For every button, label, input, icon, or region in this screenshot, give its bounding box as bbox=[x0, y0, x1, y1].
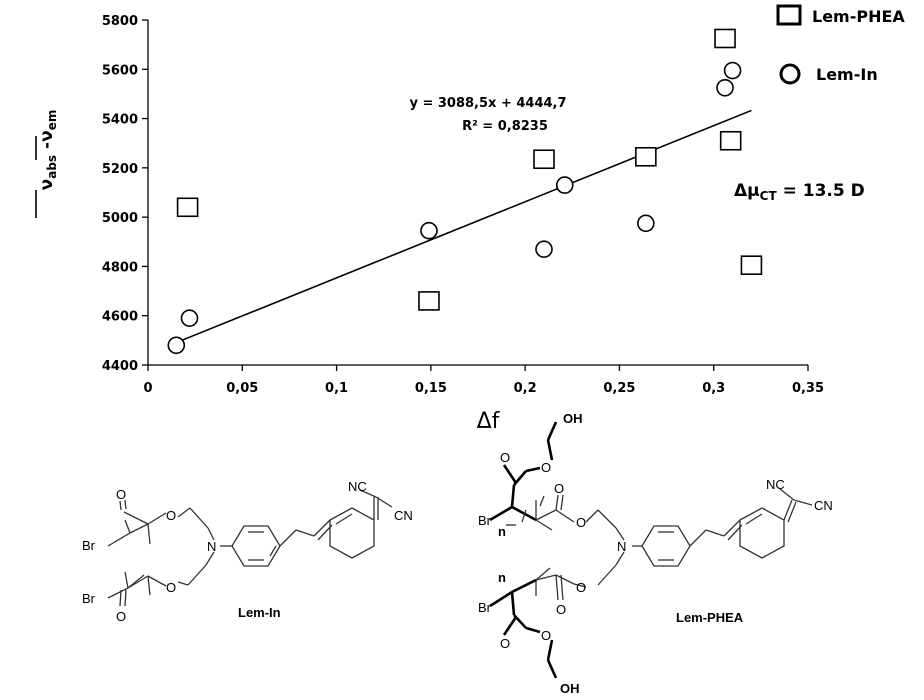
point-lem-in bbox=[167, 336, 186, 355]
point-lem-in bbox=[555, 176, 574, 194]
point-lem-in bbox=[420, 221, 438, 240]
point-lem-phea bbox=[176, 197, 199, 218]
atom-o-2: O bbox=[166, 508, 176, 523]
repeat-n-1: n bbox=[498, 524, 506, 539]
x-tick-label: 0,3 bbox=[702, 381, 725, 396]
atom-br-2: Br bbox=[82, 591, 96, 606]
y-tick-label: 4800 bbox=[102, 260, 138, 275]
x-tick-label: 0,25 bbox=[603, 381, 635, 396]
atom-o-4: O bbox=[166, 580, 176, 595]
y-label-nu-em: ν bbox=[37, 130, 57, 142]
y-tick-label: 5400 bbox=[102, 113, 138, 128]
point-lem-in bbox=[637, 214, 655, 233]
structure-lem-phea bbox=[489, 421, 813, 679]
atom-oh-2: OH bbox=[560, 681, 580, 696]
atom-br-3: Br bbox=[478, 513, 492, 528]
x-tick-label: 0,35 bbox=[792, 381, 824, 396]
point-lem-phea bbox=[533, 149, 555, 170]
legend-circle-marker bbox=[779, 63, 801, 85]
fit-line bbox=[175, 109, 752, 344]
legend-label-lem-in: Lem-In bbox=[816, 65, 878, 84]
structure-lem-in bbox=[107, 489, 393, 607]
atom-o-7: O bbox=[554, 481, 564, 496]
point-lem-phea bbox=[719, 130, 742, 151]
dipole-annotation: ΔμCT = 13.5 D bbox=[734, 181, 865, 203]
atom-o-11: O bbox=[500, 636, 510, 651]
atom-n: N bbox=[207, 539, 216, 554]
point-lem-in bbox=[716, 78, 734, 97]
point-lem-phea bbox=[714, 28, 736, 49]
legend-label-lem-phea: Lem-PHEA bbox=[812, 7, 905, 26]
legend: Lem-PHEA Lem-In bbox=[776, 4, 905, 85]
point-lem-in bbox=[180, 309, 199, 327]
atom-n-2: N bbox=[617, 539, 626, 554]
point-lem-in bbox=[535, 240, 553, 258]
y-tick-label: 4600 bbox=[102, 310, 138, 325]
y-label-em-sub: em bbox=[45, 110, 59, 131]
y-axis-label: νabs-νem bbox=[35, 110, 59, 218]
atom-o-3: O bbox=[116, 609, 126, 624]
y-label-nu-abs: ν bbox=[37, 179, 57, 191]
atom-br-4: Br bbox=[478, 600, 492, 615]
atom-o-12: O bbox=[541, 628, 551, 643]
y-tick-label: 5800 bbox=[102, 14, 138, 29]
y-tick-label: 4400 bbox=[102, 359, 138, 374]
fit-r2: R² = 0,8235 bbox=[462, 119, 548, 134]
y-label-abs-sub: abs bbox=[45, 155, 59, 179]
atom-cn-2: CN bbox=[814, 498, 833, 513]
x-tick-label: 0,05 bbox=[226, 381, 258, 396]
plot-area: 4400 4600 4800 5000 5200 5400 5600 5800 0 0,05 0,1… bbox=[102, 14, 824, 396]
atom-o-8: O bbox=[576, 515, 586, 530]
atom-br-1: Br bbox=[82, 538, 96, 553]
x-axis-label: Δf bbox=[477, 409, 501, 434]
atom-nc: NC bbox=[348, 479, 367, 494]
y-tick-label: 5200 bbox=[102, 162, 138, 177]
x-tick-label: 0,1 bbox=[325, 381, 348, 396]
atom-o-5: O bbox=[541, 460, 551, 475]
atom-nc-2: NC bbox=[766, 477, 785, 492]
repeat-n-2: n bbox=[498, 570, 506, 585]
x-tick-label: 0,2 bbox=[514, 381, 537, 396]
atom-oh-1: OH bbox=[563, 411, 583, 426]
y-tick-label: 5600 bbox=[102, 63, 138, 78]
structure-name-lem-in: Lem-In bbox=[238, 605, 281, 620]
atom-o-9: O bbox=[576, 580, 586, 595]
fit-equation: y = 3088,5x + 4444,7 bbox=[409, 96, 566, 111]
point-lem-in bbox=[723, 61, 742, 80]
structure-lem-phea-labels: Br Br n n O O OH O O N O O O O OH NC CN … bbox=[478, 411, 833, 696]
legend-square-marker bbox=[776, 4, 802, 26]
atom-o-6: O bbox=[500, 450, 510, 465]
structure-lem-in-labels: Br Br O O O O N NC CN Lem-In bbox=[82, 479, 413, 624]
atom-o-1: O bbox=[116, 487, 126, 502]
svg-text:νabs-νem: νabs-νem bbox=[37, 110, 59, 191]
x-tick-label: 0,15 bbox=[415, 381, 447, 396]
point-lem-phea bbox=[635, 146, 657, 167]
point-lem-phea bbox=[418, 291, 440, 311]
structure-name-lem-phea: Lem-PHEA bbox=[676, 610, 744, 625]
atom-cn: CN bbox=[394, 508, 413, 523]
x-tick-label: 0 bbox=[143, 381, 152, 396]
y-tick-label: 5000 bbox=[102, 211, 138, 226]
point-lem-phea bbox=[740, 255, 763, 275]
atom-o-10: O bbox=[556, 602, 566, 617]
